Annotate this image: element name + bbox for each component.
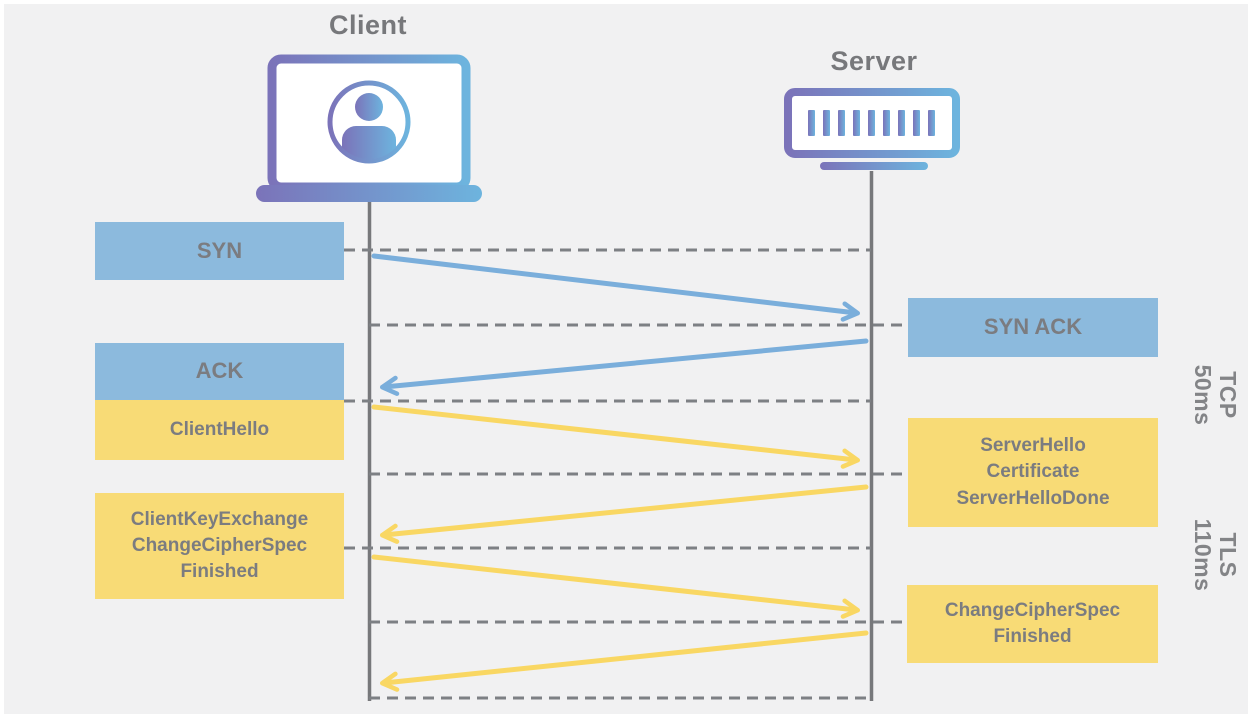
message-line: Finished [993, 626, 1072, 647]
arrow-serverhello [379, 484, 869, 544]
message-line: SYN [196, 237, 243, 263]
time-marker-lines [344, 248, 908, 700]
phase-duration: 110ms [1190, 518, 1216, 592]
message-box-serverhello: ServerHello Certificate ServerHelloDone [908, 418, 1158, 527]
phase-duration: 50ms [1190, 364, 1216, 426]
arrow-changecipherspec-finished [379, 630, 869, 692]
message-line: ClientKeyExchange [130, 508, 309, 530]
phase-protocol: TCP [1214, 371, 1241, 419]
message-line: SYN ACK [983, 314, 1083, 340]
arrow-clientkeyexchange [371, 554, 861, 619]
message-line: ClientHello [169, 418, 270, 440]
laptop-base [256, 185, 482, 202]
arrow-ack-clienthello [371, 404, 861, 469]
user-avatar-icon [327, 80, 411, 164]
arrow-synack [379, 338, 869, 396]
server-title: Server [830, 46, 918, 76]
server-rack-icon [784, 86, 962, 176]
message-line: Certificate [986, 461, 1080, 483]
client-title: Client [328, 10, 407, 40]
message-box-clientkeyexchange: ClientKeyExchange ChangeCipherSpec Finis… [95, 493, 344, 599]
message-line: Finished [180, 561, 259, 583]
message-box-changecipherspec-finished: ChangeCipherSpec Finished [907, 585, 1158, 663]
phase-label-tcp: TCP 50ms [1155, 335, 1252, 455]
message-line: ChangeCipherSpec [131, 534, 308, 556]
message-box-syn: SYN [95, 222, 344, 280]
message-line: ServerHelloDone [956, 487, 1110, 509]
message-box-ack: ACK [95, 343, 344, 400]
message-box-synack: SYN ACK [908, 298, 1158, 357]
phase-protocol: TLS [1214, 532, 1241, 578]
message-line: ACK [195, 358, 244, 384]
server-slots [808, 110, 935, 136]
message-box-clienthello: ClientHello [95, 400, 344, 460]
laptop-user-icon [256, 54, 482, 206]
arrow-syn [371, 253, 861, 322]
phase-label-tls: TLS 110ms [1155, 495, 1252, 615]
message-line: ServerHello [980, 435, 1086, 457]
message-line: ChangeCipherSpec [944, 599, 1121, 621]
server-stand [820, 162, 928, 170]
